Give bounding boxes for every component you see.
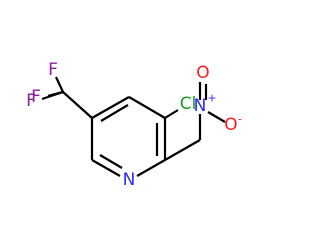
- bond-cf3-to-ring: [62, 91, 93, 119]
- nitro-oxygen-charge: -: [238, 113, 242, 126]
- atom-fluorine-top: F: [48, 60, 58, 80]
- bond-ring-c4-c3: [128, 96, 166, 119]
- nitro-nitrogen-charge: +: [207, 92, 216, 105]
- atom-ring-nitrogen: N: [123, 170, 136, 190]
- atom-nitro-nitrogen: N: [194, 96, 207, 116]
- bond-ring-n-c6-double: [99, 154, 123, 169]
- bond-ring-c4-c4-double: [100, 104, 129, 122]
- chemical-structure-diagram: F F F Cl N N + O O -: [26, 60, 242, 190]
- atom-nitro-oxygen-top: O: [196, 63, 209, 83]
- bond-ring-n-c6: [91, 159, 121, 177]
- atom-fluorine-left: F: [31, 87, 41, 107]
- bond-n-o-single: [207, 111, 226, 123]
- bond-c2-ch2: [164, 139, 201, 161]
- bond-cf3-carbon-f-bottom: [41, 90, 64, 101]
- bond-ring-c5-c4: [91, 96, 130, 119]
- bond-c3-cl: [164, 109, 179, 119]
- atom-nitro-oxygen-right: O: [224, 115, 237, 135]
- atom-fluorine-bottom: F: [26, 91, 36, 111]
- bond-cf3-carbon-f-top: [55, 76, 64, 93]
- atom-chlorine: Cl: [180, 94, 197, 114]
- bond-ring-c2-n: [136, 159, 166, 177]
